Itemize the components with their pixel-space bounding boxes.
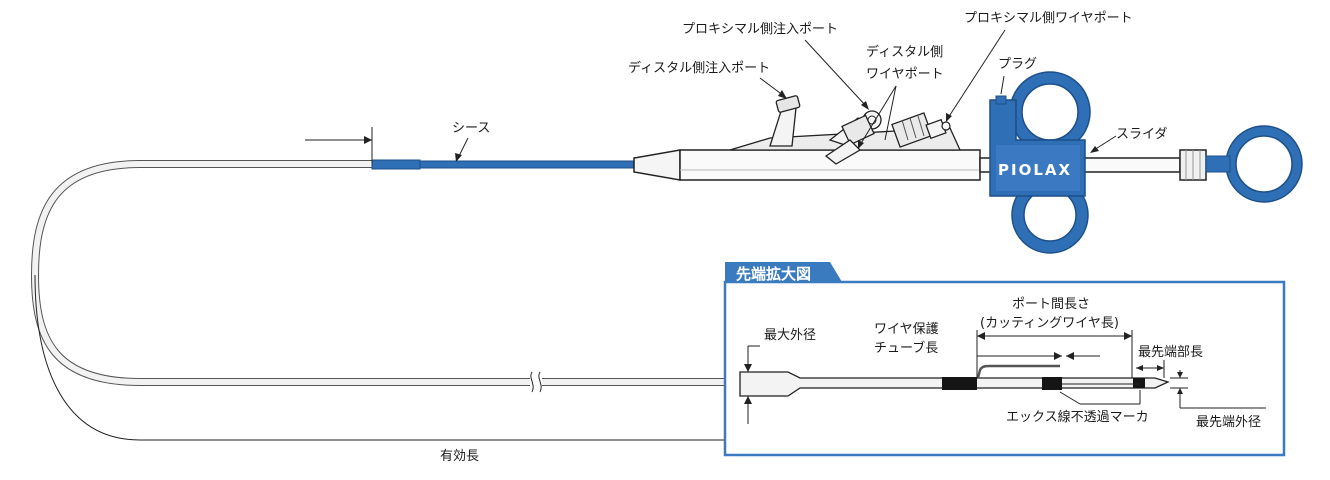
distal-wire-port-label-line1: ディスタル側 [866,44,943,60]
tip-inset: 先端拡大図 最大外径 ワイヤ保護 チューブ長 ポート間長さ (カッティングワイヤ… [723,262,1286,457]
slider-grip: PIOLAX [989,71,1091,254]
break-mark [530,371,542,393]
handle-body [633,149,1207,181]
port-distance-line2: (カッティングワイヤ長) [980,316,1119,331]
wire-tube-length-line1: ワイヤ保護 [874,321,939,337]
distal-wire-port-label-line2: ワイヤポート [866,67,944,82]
sheath-loop [30,160,725,386]
sheath-label: シース [452,121,490,136]
inset-title: 先端拡大図 [736,265,811,283]
distal-injection-port-label: ディスタル側注入ポート [628,60,770,76]
end-ring [1205,125,1303,203]
port-manifold [729,95,962,165]
wire-tube-length-line2: チューブ長 [874,340,938,356]
distal-tip-diameter-label: 最先端外径 [1196,415,1261,430]
effective-length-label: 有効長 [440,449,479,464]
slider-label: スライダ [1116,127,1167,142]
distal-tip-length-label: 最先端部長 [1138,345,1203,360]
max-outer-diameter-label: 最大外径 [764,328,816,343]
plug-label: プラグ [998,57,1037,72]
xray-marker-label: エックス線不透過マーカ [1006,409,1149,425]
proximal-injection-port-label: プロキシマル側注入ポート [682,22,838,37]
sheath-blue-segment [371,159,635,170]
proximal-wire-port-label: プロキシマル側ワイヤポート [964,11,1133,26]
port-distance-line1: ポート間長さ [1012,297,1090,312]
brand-logo: PIOLAX [998,161,1072,179]
